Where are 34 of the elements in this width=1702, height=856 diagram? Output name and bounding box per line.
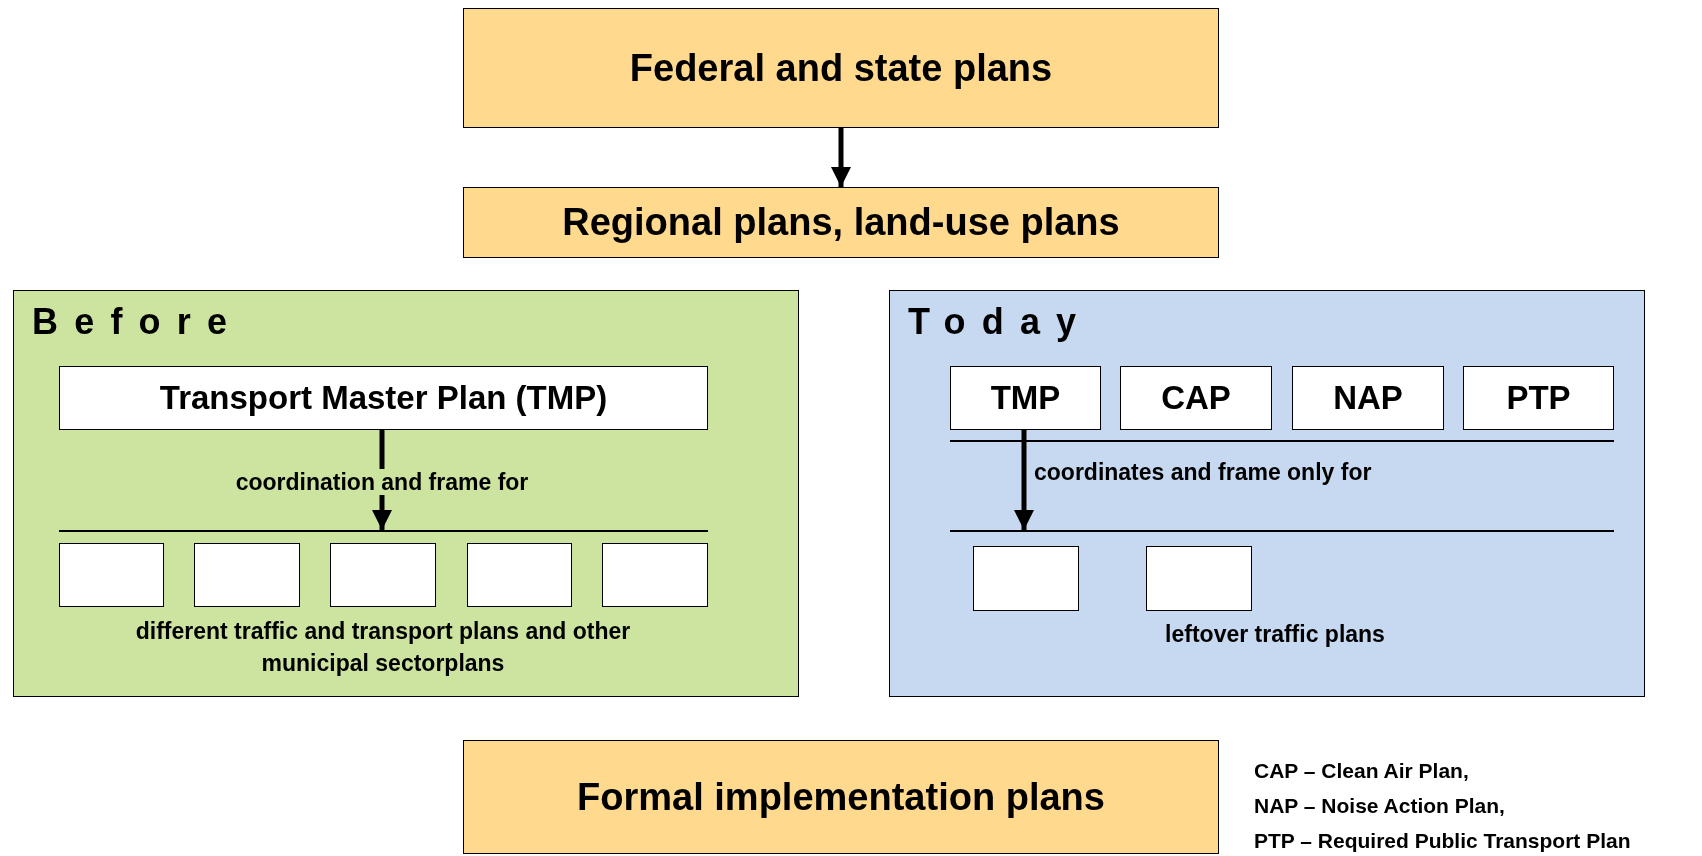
box-title: PTP [1506, 379, 1571, 417]
period-panel [889, 290, 1645, 697]
empty-plan-box [467, 543, 572, 607]
divider-line [950, 530, 1614, 532]
box-title: CAP [1161, 379, 1231, 417]
empty-plan-box [330, 543, 436, 607]
abbreviation-note: PTP – Required Public Transport Plan [1254, 828, 1632, 854]
sector-plans-caption: different traffic and transport plans and other municipal sectorplans [134, 617, 632, 679]
box-title: Federal and state plans [629, 46, 1053, 90]
plan-box [1463, 366, 1614, 430]
plan-box [463, 8, 1219, 128]
abbreviation-note: NAP – Noise Action Plan, [1254, 793, 1506, 819]
plan-box [463, 187, 1219, 258]
box-title: Formal implementation plans [577, 775, 1105, 819]
empty-plan-box [59, 543, 164, 607]
box-title: NAP [1333, 379, 1403, 417]
plan-box [950, 366, 1101, 430]
box-title: TMP [990, 379, 1061, 417]
abbreviation-note: CAP – Clean Air Plan, [1254, 758, 1470, 784]
empty-plan-box [973, 546, 1079, 611]
plan-box [1292, 366, 1444, 430]
divider-line [59, 530, 708, 532]
panel-heading: Today [908, 301, 1093, 343]
period-panel [13, 290, 799, 697]
plan-box [463, 740, 1219, 854]
panel-heading: Before [32, 301, 244, 343]
empty-plan-box [1146, 546, 1252, 611]
empty-plan-box [194, 543, 300, 607]
box-title: Transport Master Plan (TMP) [159, 379, 608, 417]
leftover-plans-caption: leftover traffic plans [1164, 620, 1386, 649]
box-title: Regional plans, land-use plans [562, 201, 1120, 244]
plan-box [59, 366, 708, 430]
empty-plan-box [602, 543, 708, 607]
plan-box [1120, 366, 1272, 430]
